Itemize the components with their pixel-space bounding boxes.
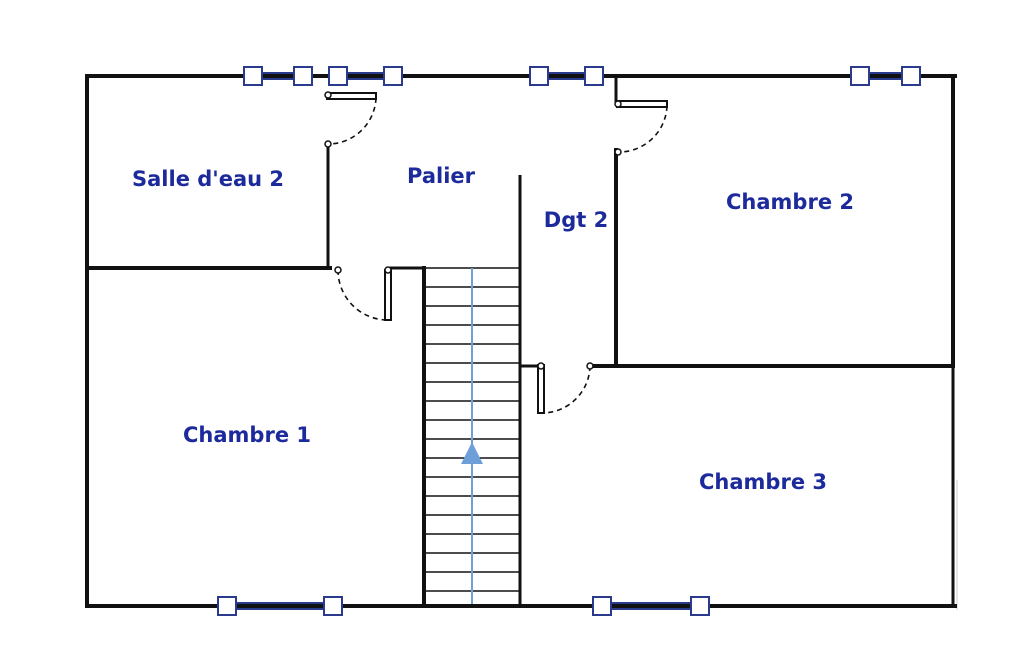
room-label-salle-deau-2: Salle d'eau 2 xyxy=(132,167,284,191)
door-chambre-1 xyxy=(334,266,392,321)
door-hinge xyxy=(384,266,392,274)
door-hinge xyxy=(334,266,342,274)
window-icon xyxy=(529,66,604,86)
window-icon xyxy=(328,66,403,86)
room-label-chambre-1: Chambre 1 xyxy=(183,423,311,447)
door-leaf xyxy=(537,364,545,414)
window-frame xyxy=(293,66,313,86)
door-leaf xyxy=(616,100,668,108)
door-swing-icon xyxy=(617,105,668,153)
interior-walls xyxy=(85,76,955,608)
window-frame xyxy=(217,596,237,616)
windows xyxy=(217,66,921,616)
door-leaf xyxy=(326,92,377,100)
room-label-palier: Palier xyxy=(407,164,476,188)
door-hinge xyxy=(324,91,332,99)
door-salle-deau-2 xyxy=(324,91,377,148)
window-frame xyxy=(584,66,604,86)
door-hinge xyxy=(537,362,545,370)
window-frame xyxy=(690,596,710,616)
door-swing-icon xyxy=(542,365,591,414)
window-frame xyxy=(328,66,348,86)
door-hinge xyxy=(324,140,332,148)
window-icon xyxy=(217,596,343,616)
window-frame xyxy=(850,66,870,86)
room-label-chambre-3: Chambre 3 xyxy=(699,470,827,494)
window-frame xyxy=(592,596,612,616)
room-label-chambre-2: Chambre 2 xyxy=(726,190,854,214)
doors xyxy=(324,91,668,414)
door-chambre-3 xyxy=(537,362,594,414)
window-frame xyxy=(243,66,263,86)
door-hinge xyxy=(586,362,594,370)
room-label-dgt-2: Dgt 2 xyxy=(544,208,608,232)
door-swing-icon xyxy=(327,97,377,145)
door-hinge xyxy=(614,148,622,156)
window-icon xyxy=(850,66,921,86)
door-hinge xyxy=(614,100,622,108)
window-frame xyxy=(323,596,343,616)
door-leaf xyxy=(384,269,392,321)
window-frame xyxy=(383,66,403,86)
door-chambre-2 xyxy=(614,100,668,156)
stair-direction-arrow-icon xyxy=(461,442,483,464)
window-icon xyxy=(592,596,710,616)
room-labels: Salle d'eau 2 Palier Dgt 2 Chambre 2 Cha… xyxy=(132,164,854,494)
door-swing-icon xyxy=(337,269,387,321)
window-frame xyxy=(901,66,921,86)
window-frame xyxy=(529,66,549,86)
